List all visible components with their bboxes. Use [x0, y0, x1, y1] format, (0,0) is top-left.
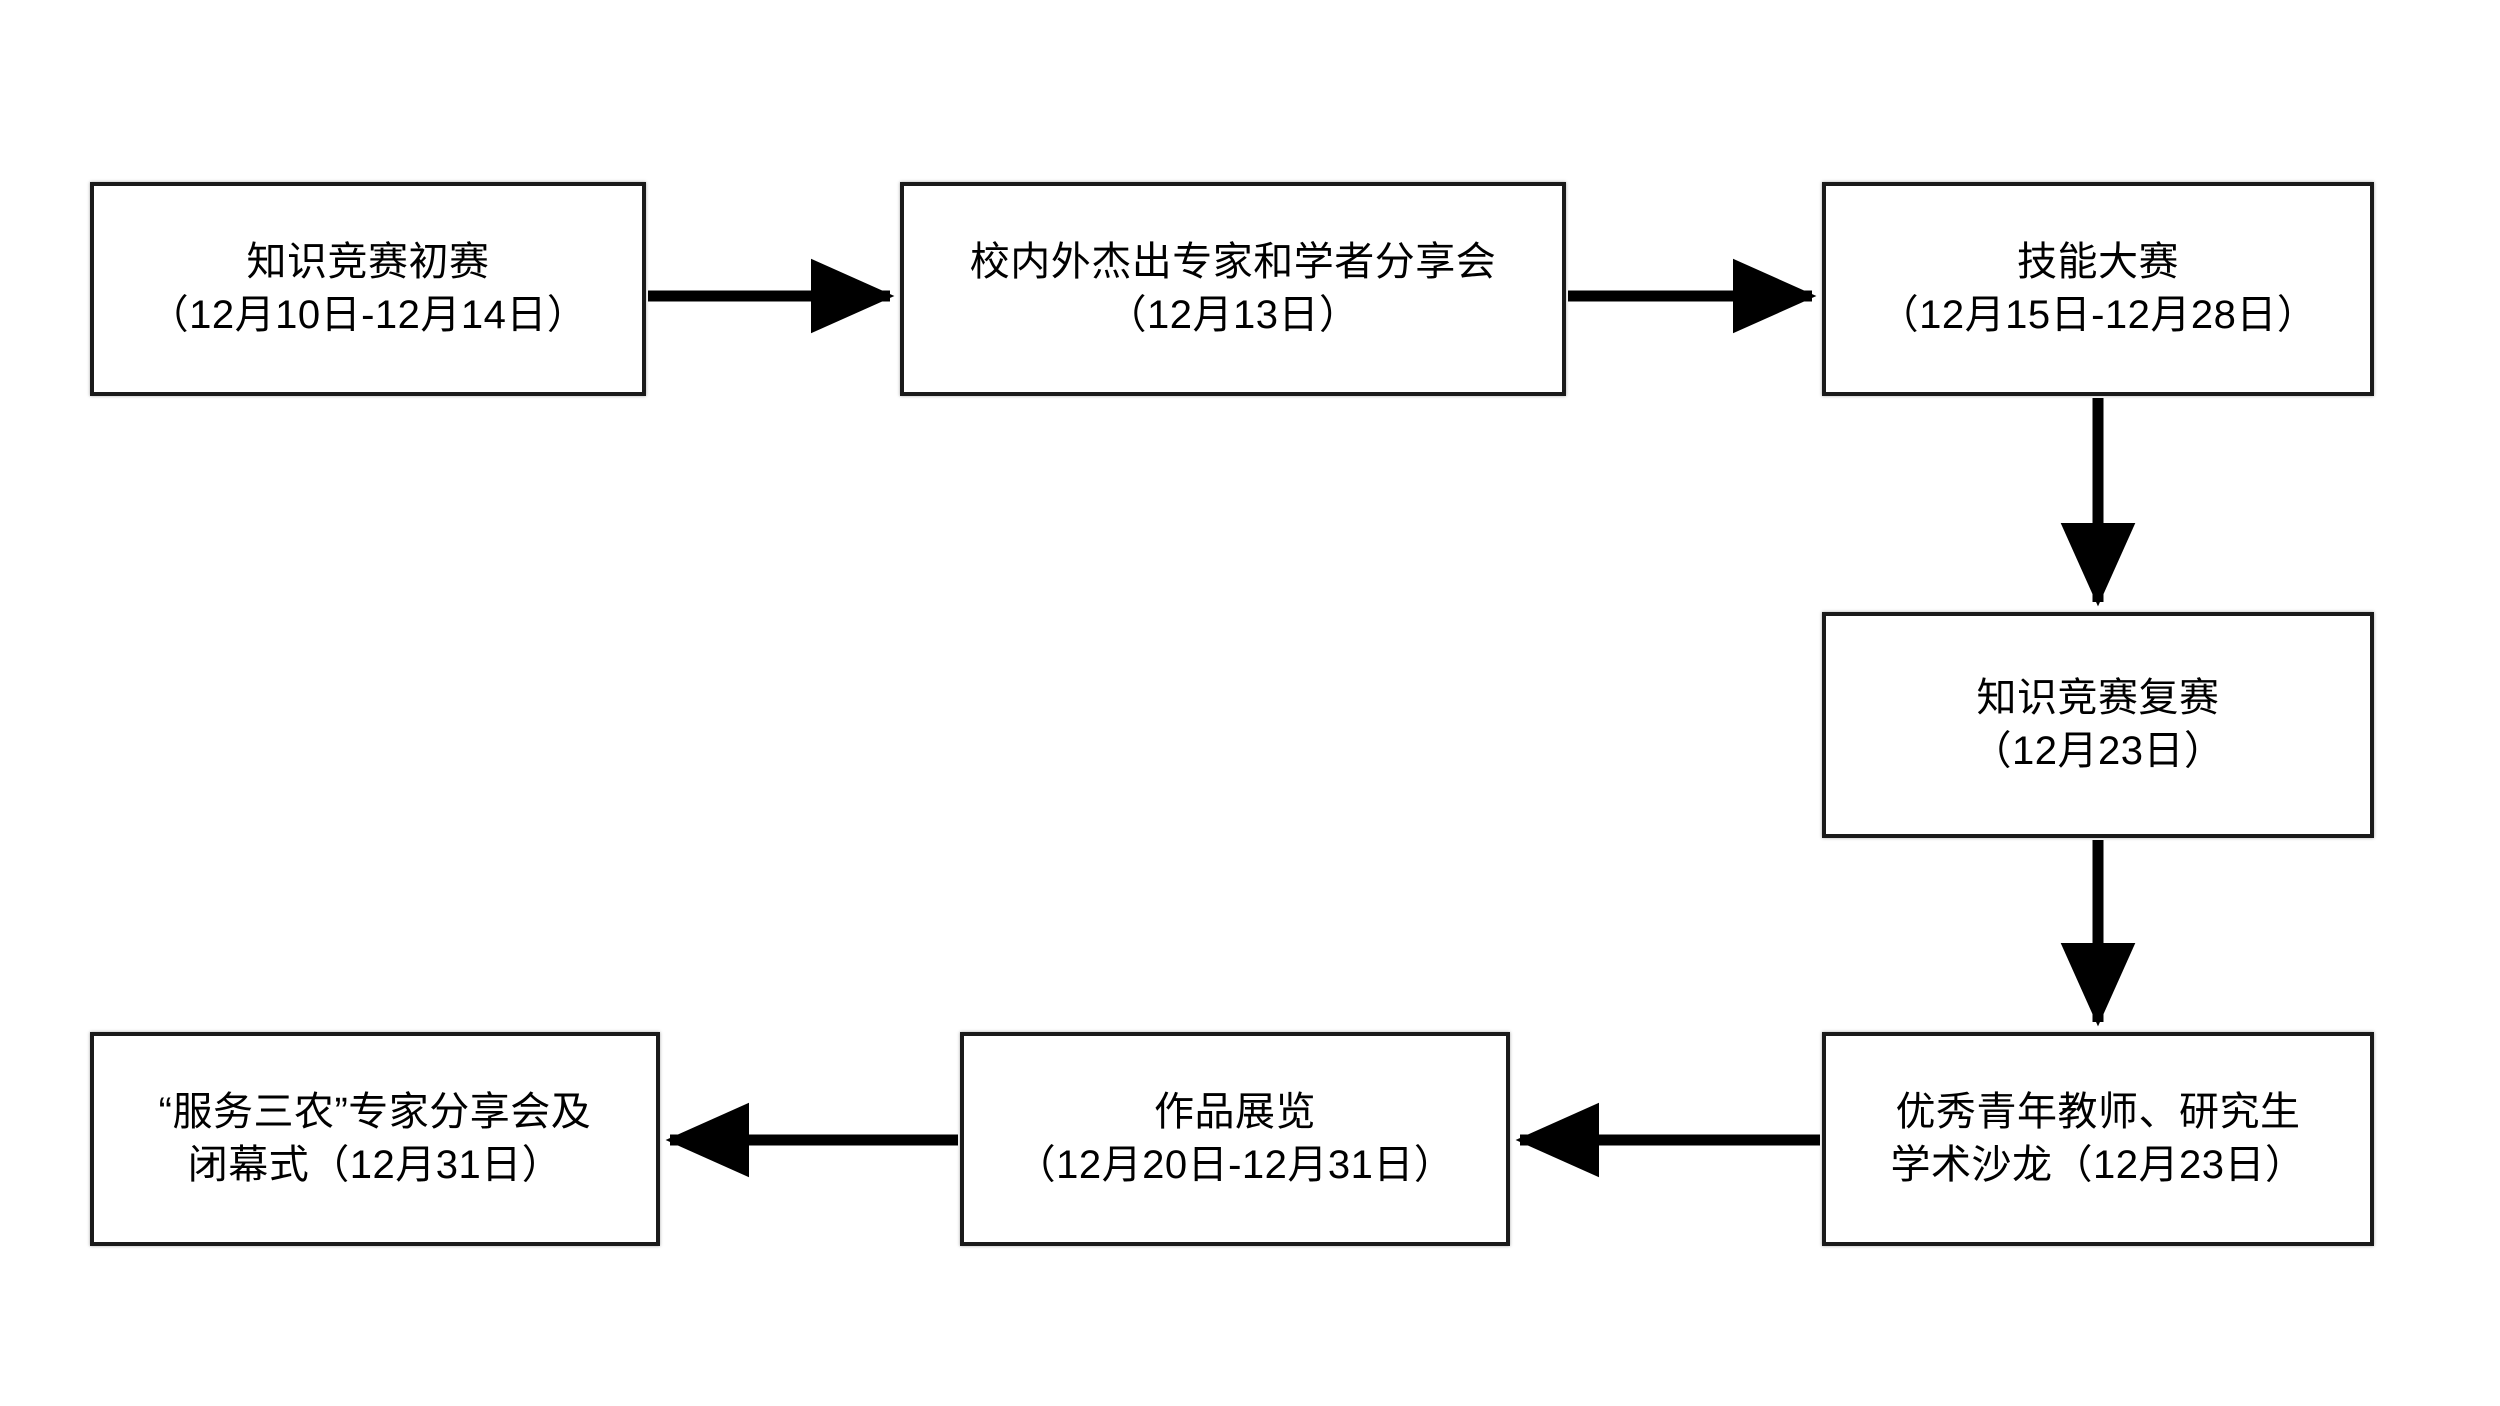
flow-node-academic-salon[interactable]: 优秀青年教师、研究生 学术沙龙（12月23日） [1822, 1032, 2374, 1246]
flow-node-label: “服务三农”专家分享会及 闭幕式（12月31日） [158, 1090, 592, 1187]
flow-node-label: 知识竞赛复赛 （12月23日） [1971, 676, 2225, 773]
flow-node-label: 优秀青年教师、研究生 学术沙龙（12月23日） [1890, 1090, 2306, 1187]
flow-node-skills-competition[interactable]: 技能大赛 （12月15日-12月28日） [1822, 182, 2374, 396]
flow-node-label: 知识竞赛初赛 （12月10日-12月14日） [148, 240, 588, 337]
flow-node-closing-ceremony[interactable]: “服务三农”专家分享会及 闭幕式（12月31日） [90, 1032, 660, 1246]
flow-node-knowledge-contest-prelim[interactable]: 知识竞赛初赛 （12月10日-12月14日） [90, 182, 646, 396]
flow-node-label: 技能大赛 （12月15日-12月28日） [1878, 240, 2318, 337]
flow-node-works-exhibition[interactable]: 作品展览 （12月20日-12月31日） [960, 1032, 1510, 1246]
flow-node-label: 校内外杰出专家和学者分享会 （12月13日） [969, 240, 1497, 337]
flow-node-expert-scholar-sharing[interactable]: 校内外杰出专家和学者分享会 （12月13日） [900, 182, 1566, 396]
flow-node-knowledge-contest-semifinal[interactable]: 知识竞赛复赛 （12月23日） [1822, 612, 2374, 838]
flow-node-label: 作品展览 （12月20日-12月31日） [1015, 1090, 1455, 1187]
